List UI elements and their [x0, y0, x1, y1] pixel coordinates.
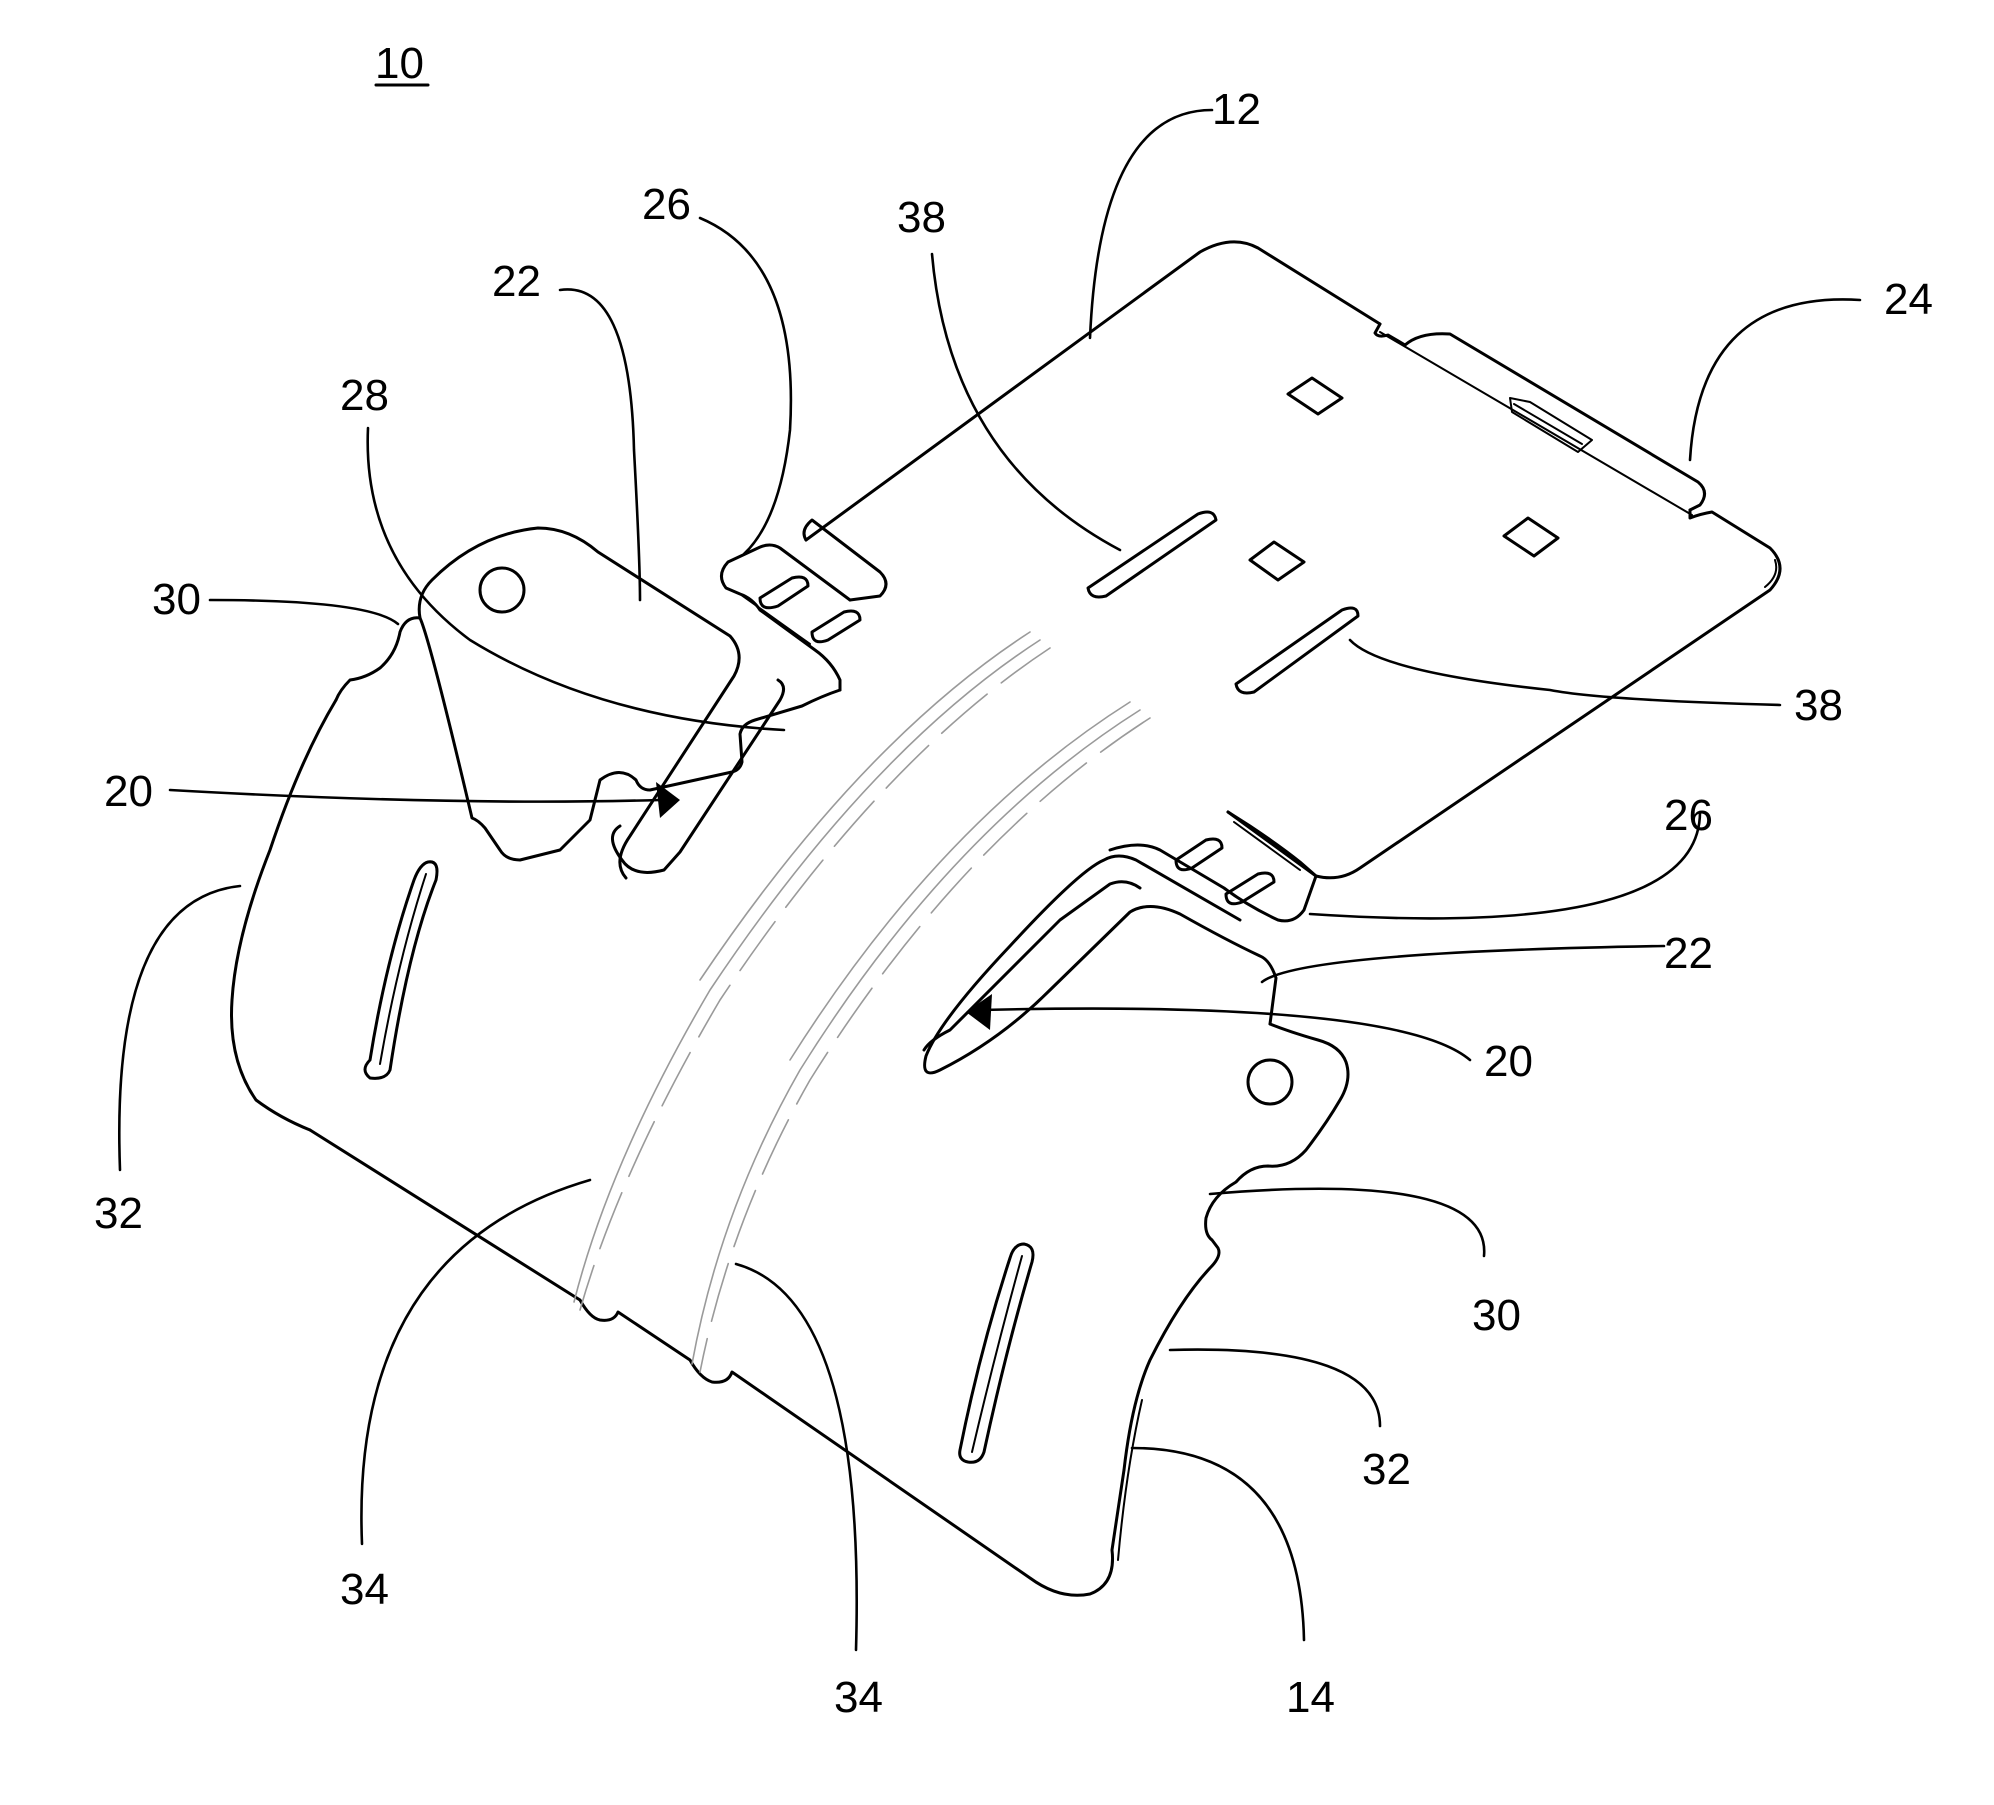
- leader-lines: [119, 110, 1860, 1650]
- label-32-right: 32: [1362, 1445, 1411, 1494]
- label-34-left: 34: [340, 1565, 389, 1614]
- label-20-left: 20: [104, 767, 153, 816]
- reference-numerals: 12 24 38 38 26 22 28 30 20 32 26 22 20 3…: [94, 85, 1933, 1722]
- left-wing: [419, 528, 840, 878]
- label-34-right: 34: [834, 1673, 883, 1722]
- label-20-right: 20: [1484, 1037, 1533, 1086]
- label-24: 24: [1884, 275, 1933, 324]
- label-14: 14: [1286, 1673, 1335, 1722]
- label-26-lower: 26: [1664, 791, 1713, 840]
- right-wing: [924, 856, 1292, 1104]
- top-plate: [804, 242, 1780, 878]
- left-side: [232, 618, 438, 1130]
- figure-ref-number: 10: [375, 39, 424, 88]
- label-26-upper: 26: [642, 180, 691, 229]
- label-22-right: 22: [1664, 929, 1713, 978]
- label-28: 28: [340, 371, 389, 420]
- label-30-right: 30: [1472, 1291, 1521, 1340]
- label-30-left: 30: [152, 575, 201, 624]
- bottom-wall: [310, 1024, 1348, 1595]
- label-38-mid: 38: [1794, 681, 1843, 730]
- ribs-ghost: [574, 632, 1150, 1372]
- label-22-left: 22: [492, 257, 541, 306]
- ear-upper: [721, 545, 860, 690]
- label-12: 12: [1212, 85, 1261, 134]
- label-38-top: 38: [897, 193, 946, 242]
- label-32-left: 32: [94, 1189, 143, 1238]
